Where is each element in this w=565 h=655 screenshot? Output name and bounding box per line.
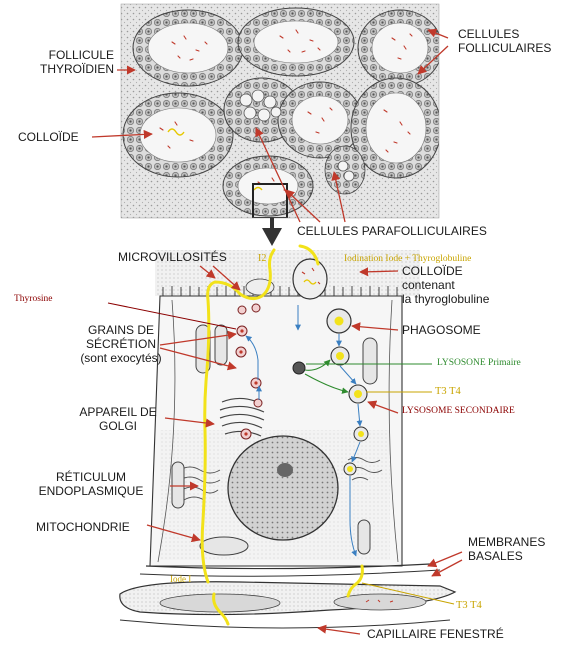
- label-reticulum-line2: ENDOPLASMIQUE: [38, 484, 144, 498]
- nucleolus: [277, 463, 293, 477]
- label-colloide-contenant: COLLOÏDE contenant la thyroglobuline: [402, 264, 489, 306]
- label-thyrosine: Thyrosine: [14, 294, 53, 304]
- label-appareil-golgi: APPAREIL DE GOLGI: [68, 405, 168, 433]
- label-microvillosites: MICROVILLOSITÉS: [118, 250, 227, 264]
- histology-micrograph: [121, 4, 439, 218]
- label-membranes-basales: MEMBRANES BASALES: [468, 535, 545, 563]
- label-reticulum-endoplasmique: RÉTICULUM ENDOPLASMIQUE: [28, 470, 154, 498]
- label-grains-line3: (sont exocytés): [80, 351, 162, 365]
- label-colloide-title: COLLOÏDE: [402, 264, 463, 278]
- label-mitochondrie: MITOCHONDRIE: [36, 520, 130, 534]
- label-cellules-parafolliculaires: CELLULES PARAFOLLICULAIRES: [297, 224, 487, 238]
- secretion-pathway: [245, 305, 363, 557]
- label-grains-de-secretion: GRAINS DE SÉCRÉTION (sont exocytés): [76, 323, 166, 365]
- label-reticulum-line1: RÉTICULUM: [55, 470, 126, 484]
- label-phagosome: PHAGOSOME: [402, 323, 481, 337]
- label-iode-i: Iode I: [170, 574, 192, 584]
- follicles: [122, 7, 439, 217]
- follicular-cell: [107, 244, 463, 635]
- label-i2: I2: [258, 253, 267, 264]
- mitochondria: [171, 324, 378, 556]
- top-panel-arrows: [91, 28, 449, 223]
- label-follicule-line1: FOLLICULE: [48, 48, 114, 62]
- thyrosine-pointer: [107, 302, 237, 330]
- label-colloide-line3: la thyroglobuline: [402, 292, 490, 306]
- label-capillaire-fenestre: CAPILLAIRE FENESTRÉ: [367, 627, 504, 641]
- colloid-speckles: [159, 29, 413, 192]
- iodine-pathway: [200, 244, 364, 626]
- label-lysosome-primaire: LYSOSONE Primaire: [437, 358, 521, 368]
- label-grains-line2: SÉCRÉTION: [85, 337, 156, 351]
- label-membranes-line1: MEMBRANES: [468, 535, 546, 549]
- label-appareil-line2: GOLGI: [98, 419, 137, 433]
- label-follicule-thyroidien: FOLLICULE THYROÏDIEN: [10, 48, 114, 76]
- label-colloide-top: COLLOÏDE: [18, 130, 79, 144]
- label-iodination: Iodination Iode + Thyroglobuline: [344, 254, 472, 264]
- primary-lysosome: [292, 361, 306, 375]
- cell-label-arrows: [146, 265, 463, 635]
- nucleus: [227, 435, 339, 541]
- label-cellules-folliculaires: CELLULES FOLLICULAIRES: [458, 27, 551, 55]
- zoom-frame: [252, 183, 288, 218]
- rough-er: [179, 457, 383, 501]
- label-appareil-line1: APPAREIL DE: [79, 405, 157, 419]
- colloid-yellow-marks: [167, 128, 263, 191]
- lysosome-fusion-arrows: [304, 359, 349, 394]
- label-colloide-line2: contenant: [402, 278, 455, 292]
- label-grains-line1: GRAINS DE: [87, 323, 154, 337]
- label-t3t4-upper: T3 T4: [435, 386, 461, 397]
- label-lysosome-secondaire: LYSOSOME SECONDAIRE: [402, 406, 515, 416]
- colloid-droplet: [292, 258, 328, 300]
- zoom-arrow-icon: [262, 218, 282, 246]
- label-cellules-line2: FOLLICULAIRES: [458, 41, 552, 55]
- parafollicular-cells: [239, 89, 355, 182]
- label-t3t4-lower: T3 T4: [456, 600, 482, 611]
- label-cellules-line1: CELLULES: [458, 27, 520, 41]
- label-follicule-line2: THYROÏDIEN: [39, 62, 114, 76]
- label-membranes-line2: BASALES: [468, 549, 523, 563]
